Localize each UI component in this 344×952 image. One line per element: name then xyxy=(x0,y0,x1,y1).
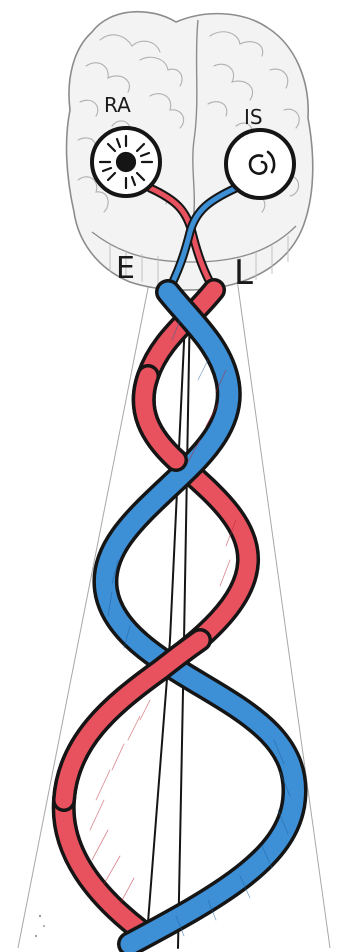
pencil-specks xyxy=(35,915,45,937)
sun-icon xyxy=(100,136,152,188)
left-eye-circle xyxy=(92,128,160,196)
label-is: IS xyxy=(244,105,263,129)
double-helix xyxy=(64,290,295,948)
label-l: L xyxy=(234,253,253,293)
label-e: E xyxy=(116,251,135,286)
label-ra: RA xyxy=(104,93,131,117)
right-eye-circle xyxy=(226,130,294,198)
